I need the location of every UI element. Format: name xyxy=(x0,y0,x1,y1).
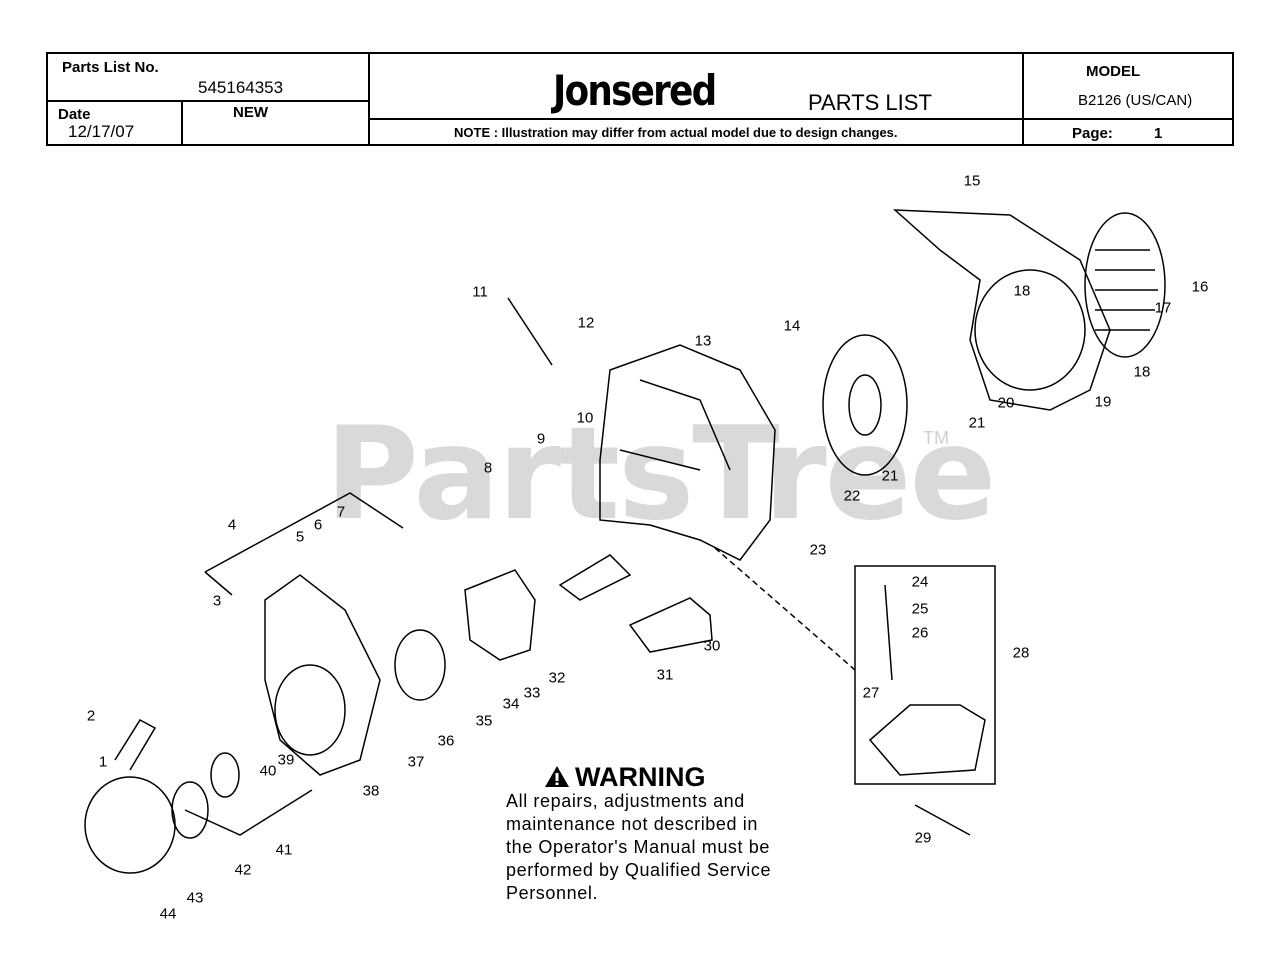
callout: 13 xyxy=(694,332,712,350)
callout: 40 xyxy=(259,762,277,780)
page-number: 1 xyxy=(1154,125,1163,142)
page-cell: Page: 1 xyxy=(1024,120,1234,146)
crankcase xyxy=(599,344,776,561)
callout: 19 xyxy=(1094,393,1112,411)
callout: 16 xyxy=(1191,278,1209,296)
callout: 30 xyxy=(703,637,721,655)
callout: 1 xyxy=(98,753,108,771)
starter-cover xyxy=(84,776,176,874)
callout: 6 xyxy=(313,516,323,534)
callout: 3 xyxy=(212,592,222,610)
model-value: B2126 (US/CAN) xyxy=(1078,92,1193,109)
watermark-tm: TM xyxy=(923,428,949,448)
fan-housing xyxy=(264,574,381,776)
callout: 27 xyxy=(862,684,880,702)
bracket-line xyxy=(204,492,404,596)
page-label: Page: xyxy=(1072,125,1113,142)
muffler xyxy=(558,554,632,601)
model-cell: MODEL B2126 (US/CAN) xyxy=(1024,54,1234,120)
date-cell: Date 12/17/07 xyxy=(48,102,183,146)
callout: 25 xyxy=(911,600,929,618)
callout: 20 xyxy=(997,394,1015,412)
callout: 39 xyxy=(277,751,295,769)
callout: 5 xyxy=(295,528,305,546)
callout: 12 xyxy=(577,314,595,332)
warning-body: All repairs, adjustments and maintenance… xyxy=(506,790,771,905)
model-label: MODEL xyxy=(1086,63,1141,80)
callout: 38 xyxy=(362,782,380,800)
callout: 10 xyxy=(576,409,594,427)
flywheel xyxy=(394,629,446,701)
warning-triangle-icon xyxy=(545,766,569,787)
callout: 44 xyxy=(159,905,177,923)
warning-line: performed by Qualified Service xyxy=(506,860,772,880)
callout: 14 xyxy=(783,317,801,335)
callout: 9 xyxy=(536,430,546,448)
callout: 21 xyxy=(968,414,986,432)
warning-line: All repairs, adjustments and xyxy=(506,791,745,811)
heat-shield xyxy=(628,597,713,653)
parts-list-no-label: Parts List No. xyxy=(62,59,159,76)
callout: 41 xyxy=(275,841,293,859)
note: NOTE : Illustration may differ from actu… xyxy=(454,125,898,140)
parts-list-title: PARTS LIST xyxy=(808,90,932,115)
callout: 21 xyxy=(881,467,899,485)
callout: 31 xyxy=(656,666,674,684)
dash-line xyxy=(714,547,856,671)
callout: 34 xyxy=(502,695,520,713)
callout: 36 xyxy=(437,732,455,750)
fan-impeller xyxy=(822,334,908,476)
callout: 24 xyxy=(911,573,929,591)
callout: 28 xyxy=(1012,644,1030,662)
parts-list-no: 545164353 xyxy=(198,78,284,97)
warning-title: WARNING xyxy=(575,762,706,792)
starter-handle xyxy=(114,719,157,771)
callout: 18 xyxy=(1013,282,1031,300)
callout: 29 xyxy=(914,829,932,847)
blower-housing xyxy=(892,209,1166,411)
warning-line: Personnel. xyxy=(506,883,599,903)
fuel-tank-group-box xyxy=(854,565,996,785)
callout: 18 xyxy=(1133,363,1151,381)
leader-29 xyxy=(914,804,971,836)
callout: 22 xyxy=(843,487,861,505)
callout: 17 xyxy=(1154,299,1172,317)
group-line xyxy=(184,789,313,836)
jonsered-logo: Jonsered xyxy=(553,66,717,115)
callout: 11 xyxy=(472,283,488,301)
date-value: 12/17/07 xyxy=(68,122,135,141)
fuel-line xyxy=(884,584,893,681)
callout: 35 xyxy=(475,712,493,730)
cylinder-cover xyxy=(464,569,536,661)
parts-list-header: Parts List No. 545164353 Date 12/17/07 N… xyxy=(46,52,1234,146)
callout: 4 xyxy=(227,516,237,534)
callout: 43 xyxy=(186,889,204,907)
warning-line: the Operator's Manual must be xyxy=(506,837,770,857)
fuel-tank xyxy=(868,704,986,776)
note-cell: NOTE : Illustration may differ from actu… xyxy=(370,120,1024,146)
callout: 15 xyxy=(963,172,981,190)
callout: 37 xyxy=(407,753,425,771)
watermark: PartsTree xyxy=(325,400,996,549)
callout: 23 xyxy=(809,541,827,559)
callout: 32 xyxy=(548,669,566,687)
revision-cell: NEW xyxy=(183,102,370,146)
parts-list-no-cell: Parts List No. 545164353 xyxy=(48,54,370,102)
callout: 8 xyxy=(483,459,493,477)
warning-line: maintenance not described in xyxy=(506,814,758,834)
callout: 42 xyxy=(234,861,252,879)
wire-rod xyxy=(507,297,553,366)
callout: 7 xyxy=(336,503,346,521)
callout: 33 xyxy=(523,684,541,702)
callout: 2 xyxy=(86,707,96,725)
callout: 26 xyxy=(911,624,929,642)
date-label: Date xyxy=(58,106,91,123)
title-cell: Jonsered PARTS LIST xyxy=(370,54,1024,120)
revision: NEW xyxy=(233,104,268,121)
